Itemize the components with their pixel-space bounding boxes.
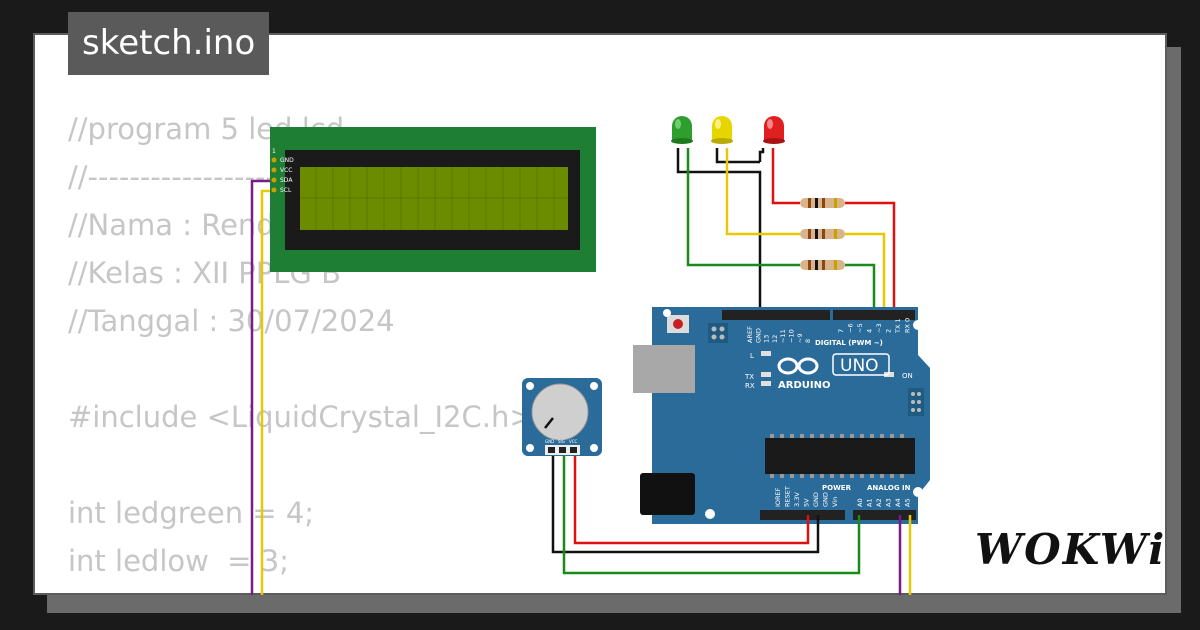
pin-label: GND	[822, 492, 830, 507]
pin-label: RESET	[784, 486, 792, 507]
pin-label: TX 1	[894, 318, 902, 334]
pin-label: A1	[866, 498, 874, 507]
pot-pin-gnd: GND	[545, 439, 554, 444]
lcd-pin-vcc: VCC	[280, 167, 292, 174]
pin-label: ~9	[796, 333, 804, 343]
digital-label: DIGITAL (PWM ~)	[815, 339, 883, 347]
pin-label: ~5	[856, 323, 864, 333]
lcd-pin-scl: SCL	[280, 187, 292, 194]
pin-label: A4	[894, 498, 902, 507]
pin-label: 5V	[803, 498, 811, 507]
arduino-model: UNO	[840, 356, 879, 376]
pin-label: RX 0	[904, 318, 912, 333]
arduino-uno[interactable]: ARDUINO UNO DIGITAL (PWM ~) ON L TX RX P…	[633, 307, 930, 524]
pin-label: ~11	[779, 329, 787, 343]
arduino-infinity-logo	[777, 357, 819, 375]
analog-label: ANALOG IN	[867, 484, 911, 492]
pot-pin-vcc: VCC	[569, 439, 578, 444]
code-line: //Nama : Rendi	[68, 208, 283, 242]
led-red[interactable]	[763, 116, 785, 144]
pin-label: ~3	[875, 323, 883, 333]
pin-label: A5	[904, 498, 912, 507]
led-wires	[676, 148, 896, 313]
pin-label: 8	[804, 339, 812, 343]
lcd-grid	[300, 167, 568, 230]
pin-label: 4	[866, 329, 874, 333]
pin-label: A3	[885, 498, 893, 507]
resistor-1[interactable]	[800, 198, 845, 208]
pin-label: A2	[875, 498, 883, 507]
pin-label: 7	[837, 329, 845, 333]
pot-pin-sig: SIG	[558, 439, 565, 444]
pin-label: 13	[763, 335, 771, 343]
led-green[interactable]	[671, 116, 693, 144]
l-label: L	[750, 352, 754, 360]
usb-port	[633, 345, 695, 393]
atmega-chip	[765, 438, 915, 474]
code-line: int ledgreen = 4;	[68, 496, 315, 530]
lcd-pin-gnd: GND	[280, 157, 294, 164]
pin-label: 3.3V	[793, 492, 801, 507]
power-jack	[640, 473, 695, 515]
tx-label: TX	[744, 373, 754, 381]
lcd-pin-marker: 1	[272, 148, 276, 155]
pin-label: 2	[885, 329, 893, 333]
pin-label: ~10	[788, 329, 796, 343]
lcd-pin-sda: SDA	[280, 177, 293, 184]
pin-label: 12	[771, 335, 779, 343]
pin-label: GND	[754, 328, 762, 343]
pin-label: IOREF	[774, 487, 782, 507]
file-tab-title[interactable]: sketch.ino	[68, 12, 270, 75]
code-line: //Tanggal : 30/07/2024	[68, 304, 395, 338]
pin-label: GND	[812, 492, 820, 507]
code-line: int ledlow = 3;	[68, 544, 290, 578]
pot-wires	[551, 450, 912, 595]
arduino-brand: ARDUINO	[778, 380, 830, 391]
power-label: POWER	[822, 484, 852, 492]
led-yellow[interactable]	[711, 116, 733, 144]
wokwi-logo: WOKWi	[975, 525, 1167, 574]
wire-scl	[260, 189, 272, 595]
resistor-2[interactable]	[800, 229, 845, 239]
pin-label: Vin	[831, 497, 839, 507]
pin-label: AREF	[746, 326, 754, 343]
on-label: ON	[902, 372, 913, 380]
wire-sda	[250, 179, 272, 595]
pin-label: ~6	[847, 323, 855, 333]
pin-label: A0	[856, 498, 864, 507]
lcd-wires	[250, 179, 272, 595]
resistor-3[interactable]	[800, 260, 845, 270]
lcd-display[interactable]: 1 GND VCC SDA SCL	[270, 127, 596, 272]
simulator-panel: //program 5 led lcd//-------------------…	[33, 33, 1167, 595]
rx-label: RX	[745, 382, 755, 390]
potentiometer[interactable]: GND SIG VCC	[522, 378, 602, 456]
